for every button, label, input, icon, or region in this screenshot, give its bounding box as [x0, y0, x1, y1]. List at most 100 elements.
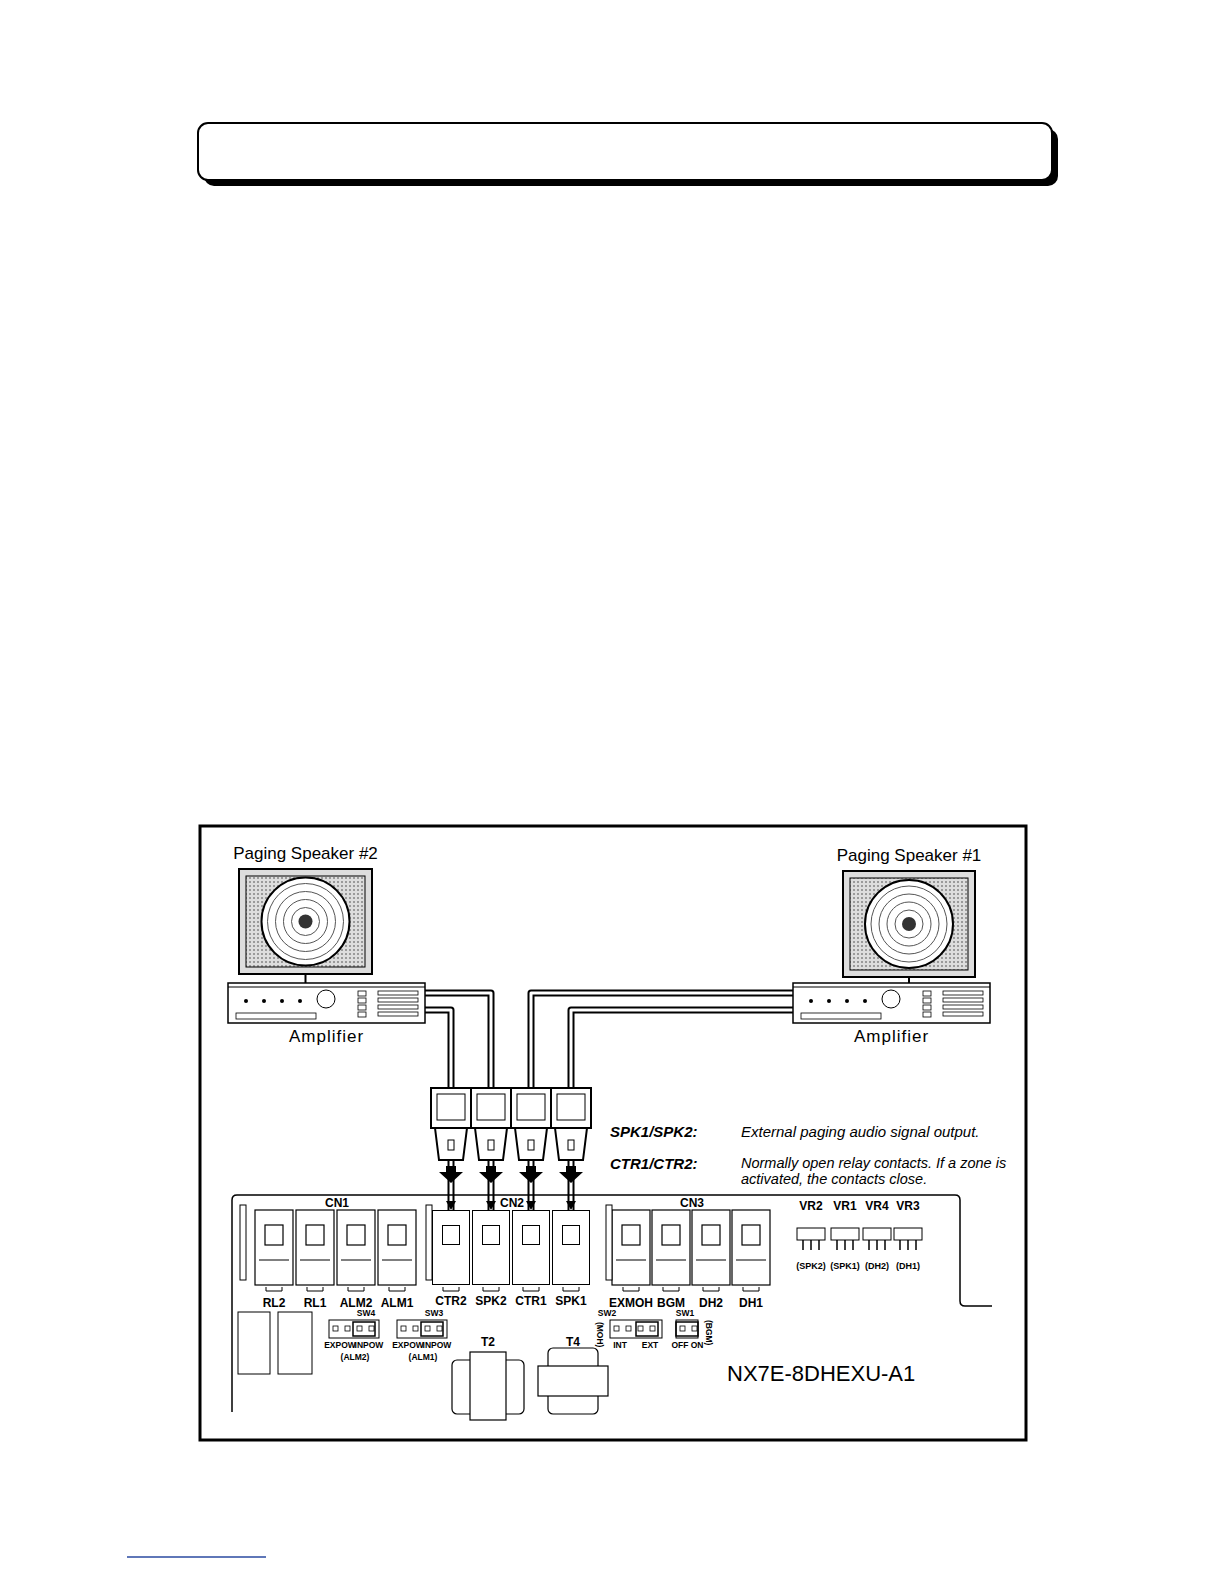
board-label: (DH2) — [865, 1262, 889, 1272]
terminal-block — [296, 1210, 334, 1285]
insert-arrow — [519, 1166, 543, 1183]
board-label: CN3 — [680, 1197, 704, 1210]
board-label: CN2 — [500, 1197, 524, 1210]
stroke — [345, 1326, 350, 1331]
insert-arrow — [559, 1166, 583, 1183]
component — [278, 1312, 312, 1374]
plug-face — [477, 1094, 505, 1120]
board-label: SW4 — [357, 1309, 375, 1318]
stroke — [879, 894, 939, 954]
stroke — [923, 991, 931, 996]
stroke — [836, 1240, 838, 1250]
board-label: DH2 — [699, 1297, 723, 1310]
speaker-grille — [850, 878, 968, 970]
stroke — [622, 1225, 640, 1245]
stroke — [276, 892, 336, 952]
stroke — [228, 987, 425, 988]
stroke — [887, 902, 931, 946]
stroke — [852, 1240, 854, 1250]
board-label: EXPOW — [392, 1341, 424, 1350]
plug-face — [437, 1094, 465, 1120]
jumper-switch — [397, 1320, 447, 1338]
board-label: T4 — [566, 1336, 580, 1349]
stroke — [868, 1240, 870, 1250]
note-text: CTR1/CTR2: — [610, 1156, 698, 1173]
board-label: SW1 — [676, 1309, 694, 1318]
plug-pin — [488, 1140, 494, 1150]
stroke — [884, 1240, 886, 1250]
stroke — [943, 998, 983, 1002]
speaker: Paging Speaker #1 — [842, 870, 976, 978]
header-box — [198, 123, 1052, 180]
stroke — [899, 1240, 901, 1250]
board-label: RL1 — [304, 1297, 327, 1310]
note-text: Normally open relay contacts. If a zone … — [741, 1156, 1021, 1188]
stroke — [369, 1326, 374, 1331]
speaker-label: Paging Speaker #1 — [837, 847, 982, 866]
trimmer — [831, 1228, 859, 1240]
stroke — [895, 910, 923, 938]
board-label: EXT — [642, 1341, 659, 1350]
stroke — [347, 1225, 365, 1245]
board-label: (BGM) — [703, 1320, 712, 1346]
stroke — [907, 1240, 909, 1250]
stroke — [863, 999, 867, 1003]
arrowhead — [566, 1201, 576, 1210]
cable — [305, 975, 306, 983]
stroke — [626, 1326, 631, 1331]
terminal-socket — [562, 1225, 580, 1245]
speaker-cable — [305, 975, 307, 983]
stroke — [357, 1326, 362, 1331]
stroke — [871, 886, 947, 962]
stroke — [470, 1352, 506, 1420]
note-text: SPK1/SPK2: — [610, 1124, 698, 1141]
board-label: EXPOW — [324, 1341, 356, 1350]
arrowhead — [446, 1201, 456, 1210]
stroke — [378, 1012, 418, 1016]
stroke — [680, 1326, 685, 1331]
speaker-cap — [902, 917, 916, 931]
stroke — [563, 1287, 579, 1291]
stroke — [614, 1326, 619, 1331]
stroke — [818, 1240, 820, 1250]
stroke — [702, 1225, 720, 1245]
stroke — [358, 991, 366, 996]
stroke — [663, 1287, 679, 1291]
board-label: RL2 — [263, 1297, 286, 1310]
stroke — [348, 1287, 364, 1291]
plug-body — [551, 1088, 591, 1128]
board-model: NX7E-8DHEXU-A1 — [727, 1362, 915, 1386]
stroke — [696, 1260, 726, 1261]
stroke — [623, 1287, 639, 1291]
stroke — [268, 884, 344, 960]
plug-pin — [528, 1140, 534, 1150]
terminal-block — [692, 1210, 730, 1285]
board-label: INT — [613, 1341, 627, 1350]
plug-neck — [555, 1128, 587, 1160]
board-label: DH1 — [739, 1297, 763, 1310]
board-label: INPOW — [423, 1341, 452, 1350]
stroke — [656, 1260, 686, 1261]
stroke — [298, 999, 302, 1003]
stroke — [265, 1225, 283, 1245]
connector-end — [240, 1205, 246, 1280]
stroke — [378, 998, 418, 1002]
stroke — [333, 1326, 338, 1331]
stroke — [425, 1326, 430, 1331]
footnote-rule — [127, 1556, 266, 1558]
board-label: VR1 — [833, 1200, 856, 1213]
terminal-block — [255, 1210, 293, 1285]
jumper-switch — [329, 1320, 379, 1338]
terminal-block — [337, 1210, 375, 1285]
plug-body — [471, 1088, 511, 1128]
stroke — [266, 1287, 282, 1291]
board-label: INPOW — [355, 1341, 384, 1350]
stroke — [358, 998, 366, 1003]
board-label: (DH1) — [896, 1262, 920, 1272]
stroke — [292, 908, 320, 936]
stroke — [523, 1287, 539, 1291]
plug-neck — [475, 1128, 507, 1160]
terminal-socket — [482, 1225, 500, 1245]
insert-arrow — [479, 1166, 503, 1183]
board-label: T2 — [481, 1336, 495, 1349]
